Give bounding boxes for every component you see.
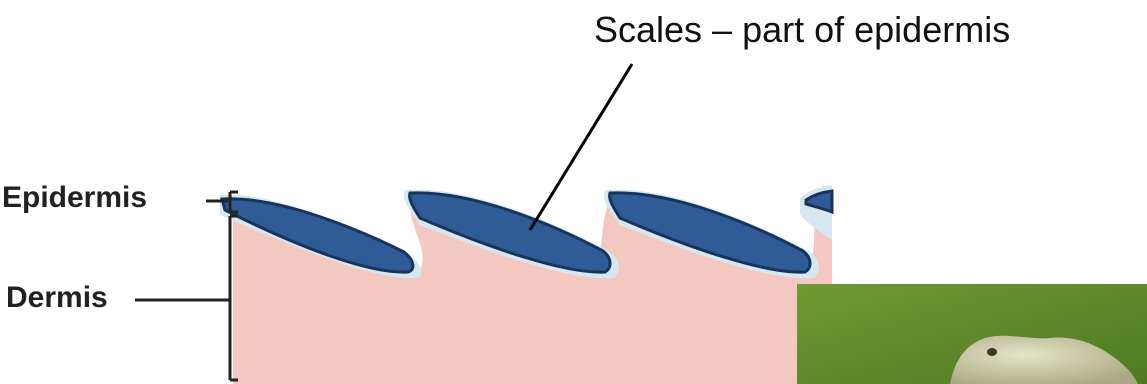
scales-callout-label: Scales – part of epidermis — [594, 8, 1010, 52]
dermis-label: Dermis — [6, 281, 108, 315]
epidermis-label: Epidermis — [2, 181, 147, 215]
dermis-bracket — [135, 216, 238, 380]
lizard-photo — [797, 284, 1147, 384]
